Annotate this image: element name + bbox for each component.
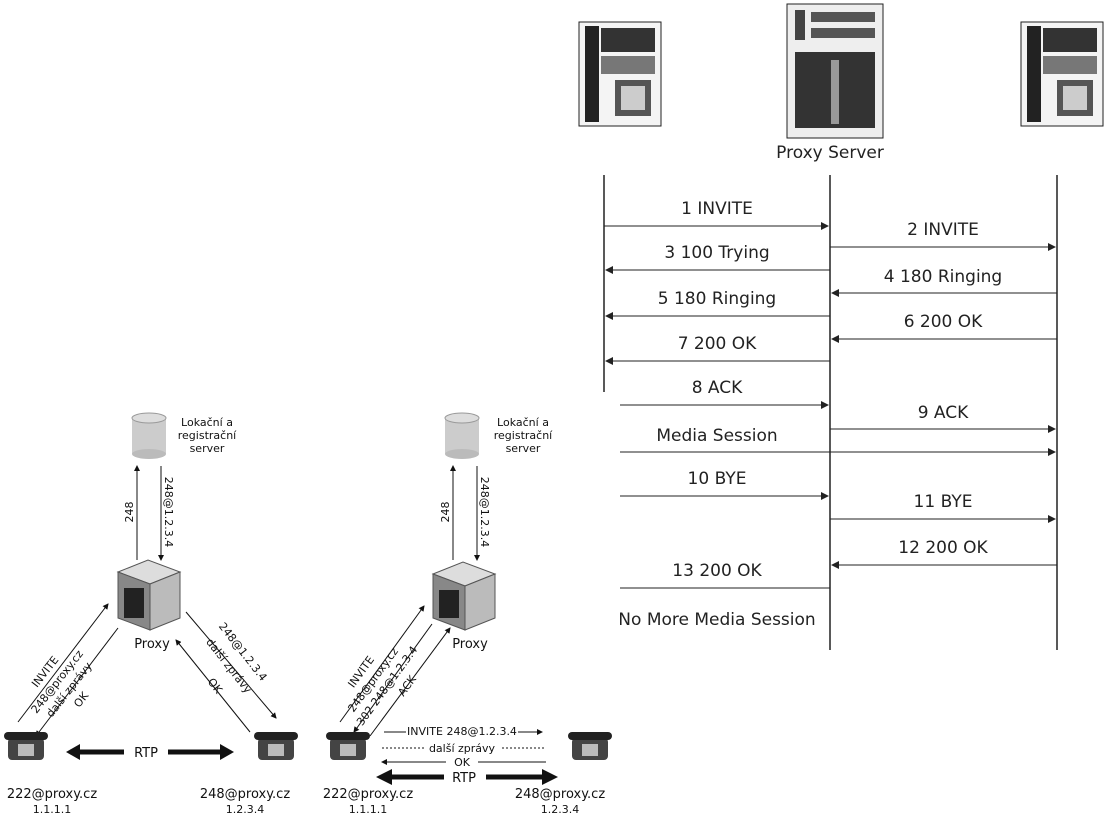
- message-2: 2 INVITE: [830, 220, 1056, 251]
- message-12: 12 200 OK: [831, 538, 1057, 569]
- phone-b-icon: [568, 732, 612, 760]
- query-label: 248: [123, 502, 136, 523]
- phone-b-ip: 1.2.3.4: [541, 803, 579, 816]
- phone-a-name: 222@proxy.cz: [7, 787, 97, 802]
- svg-text:8 ACK: 8 ACK: [692, 378, 743, 398]
- caller-phone-icon: [578, 21, 662, 127]
- redirect-mode-svg: Lokační a registrační server 248 248@1.2…: [323, 412, 612, 816]
- phone-b-ip: 1.2.3.4: [226, 803, 264, 816]
- svg-text:11 BYE: 11 BYE: [914, 492, 973, 512]
- location-server-label-2: registrační: [178, 429, 237, 442]
- location-server-icon: [131, 412, 167, 459]
- phone-a-ip: 1.1.1.1: [349, 803, 387, 816]
- svg-text:5 180 Ringing: 5 180 Ringing: [658, 289, 776, 309]
- phone-b-name: 248@proxy.cz: [515, 787, 605, 802]
- svg-text:12 200 OK: 12 200 OK: [898, 538, 988, 558]
- direct-ok-label: OK: [454, 756, 471, 769]
- phone-b-name: 248@proxy.cz: [200, 787, 290, 802]
- message-10: 10 BYE: [604, 469, 829, 500]
- message-8: 8 ACK: [604, 378, 829, 409]
- message-7: 7 200 OK: [605, 334, 830, 365]
- query-label: 248: [439, 502, 452, 523]
- proxy-server-icon: [786, 3, 884, 139]
- phone-b-icon: [254, 732, 298, 760]
- svg-text:13 200 OK: 13 200 OK: [672, 561, 762, 581]
- svg-text:2 INVITE: 2 INVITE: [907, 220, 979, 240]
- callee-phone-icon: [1020, 21, 1104, 127]
- location-server-label-1: Lokační a: [181, 416, 233, 429]
- no-more-media-session: No More Media Session: [618, 610, 815, 630]
- phone-a-name: 222@proxy.cz: [323, 787, 413, 802]
- phone-a-icon: [4, 732, 48, 760]
- direct-invite-label: INVITE 248@1.2.3.4: [407, 725, 517, 738]
- response-label: 248@1.2.3.4: [162, 477, 175, 547]
- message-9: 9 ACK: [830, 403, 1056, 433]
- proxy-label: Proxy: [452, 637, 488, 652]
- svg-text:10 BYE: 10 BYE: [688, 469, 747, 489]
- response-label: 248@1.2.3.4: [478, 477, 491, 547]
- location-server-label-3: server: [190, 442, 225, 455]
- message-11: 11 BYE: [830, 492, 1056, 523]
- direct-other-label: další zprávy: [429, 742, 496, 755]
- message-4: 4 180 Ringing: [831, 267, 1057, 297]
- message-5: 5 180 Ringing: [605, 289, 830, 320]
- sip-sequence-diagram: Proxy Server 1 INVITE 2 INVITE 3 100 Try…: [571, 0, 1109, 665]
- svg-text:9 ACK: 9 ACK: [918, 403, 969, 423]
- svg-text:6 200 OK: 6 200 OK: [904, 312, 983, 332]
- svg-text:3 100 Trying: 3 100 Trying: [664, 243, 769, 263]
- svg-text:7 200 OK: 7 200 OK: [678, 334, 757, 354]
- proxy-mode-diagram: Lokační a registrační server 248 248@1.2…: [0, 392, 320, 820]
- message-6: 6 200 OK: [831, 312, 1057, 343]
- message-3: 3 100 Trying: [605, 243, 830, 274]
- svg-text:Media Session: Media Session: [656, 426, 777, 446]
- proxy-server-icon: [116, 559, 182, 631]
- rtp-label: RTP: [134, 746, 158, 761]
- location-server-icon: [444, 412, 480, 459]
- message-13: 13 200 OK: [605, 561, 830, 592]
- location-server-label-3: server: [506, 442, 541, 455]
- phone-a-icon: [326, 732, 370, 760]
- phone-a-ip: 1.1.1.1: [33, 803, 71, 816]
- proxy-server-icon: [431, 561, 497, 631]
- svg-text:1 INVITE: 1 INVITE: [681, 199, 753, 219]
- redirect-mode-diagram: Lokační a registrační server 248 248@1.2…: [320, 392, 620, 820]
- forward-ok-label: OK: [205, 676, 225, 697]
- location-server-label-2: registrační: [494, 429, 553, 442]
- proxy-mode-svg: Lokační a registrační server 248 248@1.2…: [4, 412, 298, 816]
- proxy-label: Proxy: [134, 637, 170, 652]
- rtp-label: RTP: [452, 771, 476, 786]
- proxy-server-label: Proxy Server: [776, 143, 884, 163]
- media-session: Media Session: [599, 426, 1056, 456]
- sequence-svg: Proxy Server 1 INVITE 2 INVITE 3 100 Try…: [578, 3, 1104, 650]
- location-server-label-1: Lokační a: [497, 416, 549, 429]
- svg-text:4 180 Ringing: 4 180 Ringing: [884, 267, 1002, 287]
- message-1: 1 INVITE: [604, 199, 829, 230]
